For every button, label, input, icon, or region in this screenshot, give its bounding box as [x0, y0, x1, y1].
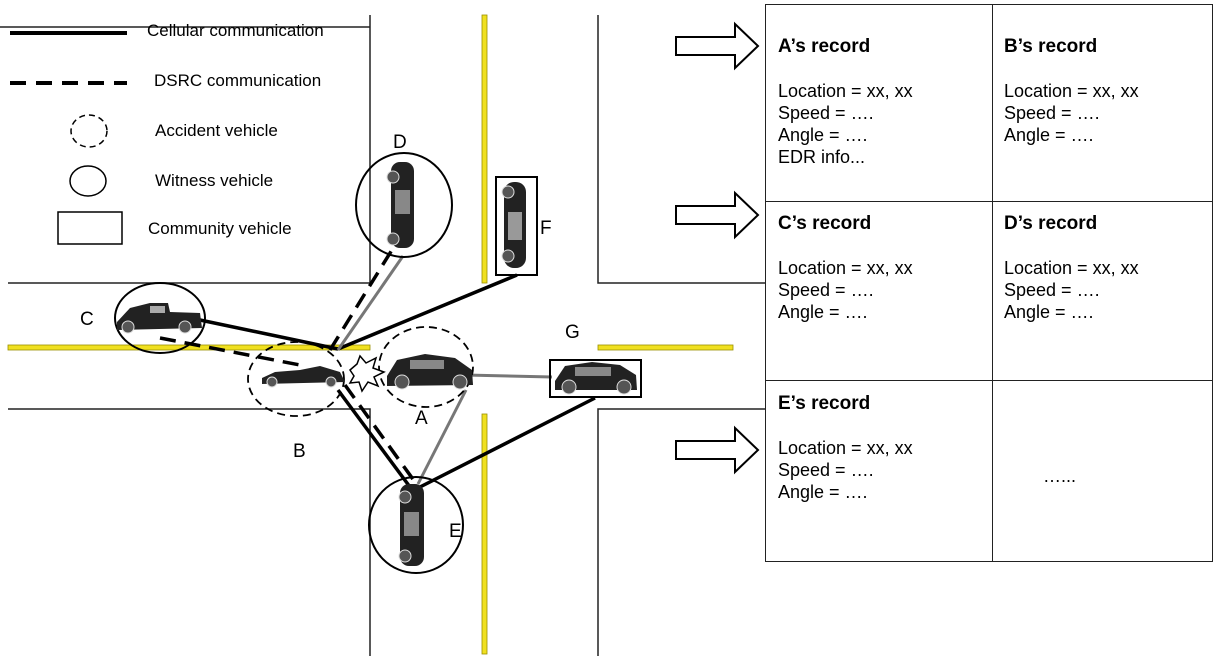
record-d-angle: Angle = …. [1004, 302, 1094, 322]
legend-community-icon [57, 211, 123, 245]
records-row-divider-2 [766, 380, 1212, 381]
collision-burst-icon [348, 354, 386, 393]
vehicle-label-e: E [449, 521, 462, 542]
arrow-row3-icon [675, 425, 760, 475]
vehicle-label-d: D [393, 132, 407, 153]
vehicle-b-accident-circle [247, 341, 345, 417]
record-b-title: B’s record [1004, 36, 1098, 57]
records-column-divider [992, 5, 993, 561]
record-c-angle: Angle = …. [778, 302, 868, 322]
record-e-location: Location = xx, xx [778, 438, 913, 458]
records-row-divider-1 [766, 201, 1212, 202]
vehicle-label-f: F [540, 218, 552, 239]
record-b: B’s record Location = xx, xx Speed = …. … [992, 36, 1212, 146]
record-e-title: E’s record [778, 393, 871, 414]
legend-witness-label: Witness vehicle [155, 171, 274, 190]
records-table: A’s record Location = xx, xx Speed = …. … [765, 4, 1213, 562]
vehicle-g-community-box [549, 359, 642, 398]
record-a-location: Location = xx, xx [778, 81, 913, 101]
arrow-icons [675, 21, 760, 475]
car-b-icon [262, 366, 345, 388]
vehicle-label-b: B [293, 441, 306, 462]
record-c-title: C’s record [778, 213, 872, 234]
more-records-indicator: …... [1043, 466, 1077, 486]
gray-links [336, 255, 553, 485]
vehicle-c-witness-circle [114, 282, 206, 354]
cellular-links [199, 273, 596, 489]
vehicle-label-g: G [565, 322, 580, 343]
vehicle-d-witness-circle [355, 152, 453, 258]
record-e-speed: Speed = …. [778, 460, 874, 480]
record-d-speed: Speed = …. [1004, 280, 1100, 300]
record-a-title: A’s record [778, 36, 871, 57]
vehicle-f-community-box [495, 176, 538, 276]
record-a-angle: Angle = …. [778, 125, 868, 145]
legend-cellular-label: Cellular communication [147, 21, 324, 40]
record-e-angle: Angle = …. [778, 482, 868, 502]
record-d: D’s record Location = xx, xx Speed = …. … [992, 213, 1212, 323]
record-a-speed: Speed = …. [778, 103, 874, 123]
car-g-icon [555, 362, 637, 395]
record-c-speed: Speed = …. [778, 280, 874, 300]
vehicle-label-a: A [415, 408, 428, 429]
vehicle-e-witness-circle [368, 476, 464, 574]
record-a: A’s record Location = xx, xx Speed = …. … [766, 36, 992, 168]
record-a-edr: EDR info... [778, 147, 866, 167]
road-edges [0, 15, 765, 656]
car-c-icon [117, 303, 202, 334]
record-c-location: Location = xx, xx [778, 258, 913, 278]
record-b-angle: Angle = …. [1004, 125, 1094, 145]
legend-accident-label: Accident vehicle [155, 121, 278, 140]
legend-accident-icon [70, 114, 108, 148]
record-e: E’s record Location = xx, xx Speed = …. … [766, 393, 992, 503]
record-d-location: Location = xx, xx [1004, 258, 1139, 278]
legend-witness-icon [69, 165, 107, 197]
legend-community-label: Community vehicle [148, 219, 292, 238]
record-b-speed: Speed = …. [1004, 103, 1100, 123]
record-d-title: D’s record [1004, 213, 1098, 234]
car-f-icon [501, 182, 526, 268]
arrow-row1-icon [675, 21, 760, 71]
vehicle-label-c: C [80, 309, 94, 330]
car-d-icon [386, 162, 414, 248]
vehicle-a-accident-circle [378, 326, 474, 408]
dsrc-links [159, 244, 417, 484]
legend-dsrc-label: DSRC communication [154, 71, 322, 90]
car-a-icon [387, 354, 473, 390]
arrow-row2-icon [675, 190, 760, 240]
car-e-icon [398, 484, 424, 566]
record-b-location: Location = xx, xx [1004, 81, 1139, 101]
record-c: C’s record Location = xx, xx Speed = …. … [766, 213, 992, 323]
road-center-lines [7, 14, 734, 655]
